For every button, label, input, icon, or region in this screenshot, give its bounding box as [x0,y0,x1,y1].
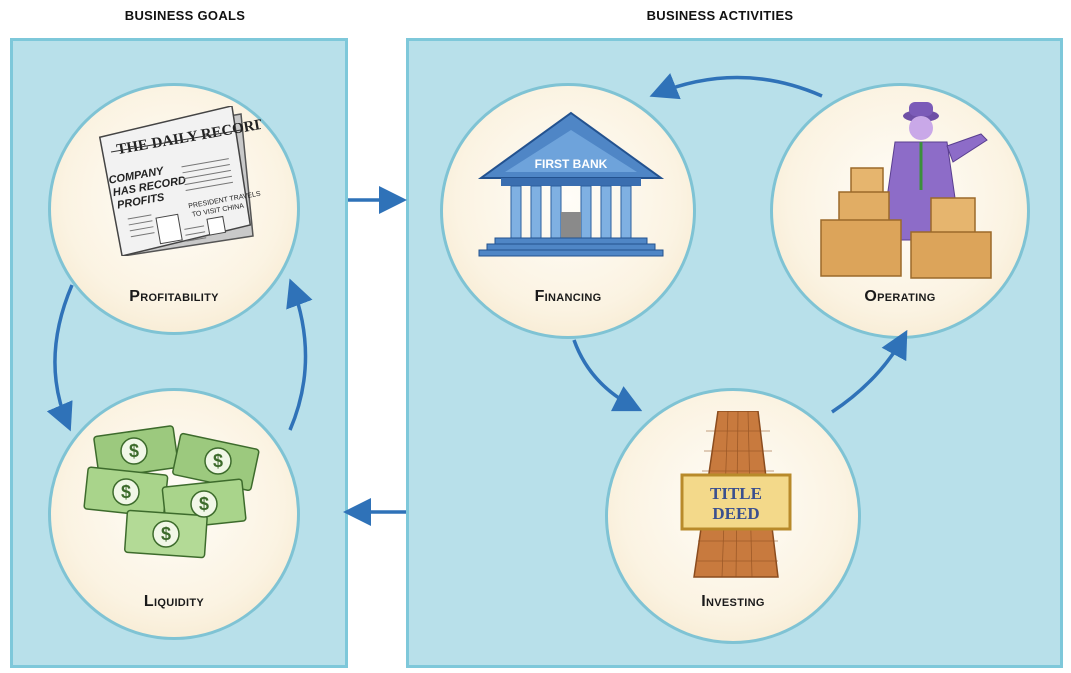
arrow-operating-to-financing [649,73,823,100]
deed-line-2: DEED [712,504,759,523]
profitability-circle: THE DAILY RECORD COMPANY HAS RECORD PROF… [48,83,300,335]
business-activities-heading: BUSINESS ACTIVITIES [646,8,794,23]
liquidity-circle: $ $ $ $ $ Liquidity [48,388,300,640]
newspaper-icon: THE DAILY RECORD COMPANY HAS RECORD PROF… [98,106,261,256]
arrow-liquidity-to-profitability [286,278,313,431]
investing-circle: TITLE DEED Investing [605,388,861,644]
deed-line-1: TITLE [710,484,762,503]
arrow-profitability-to-liquidity [46,284,74,432]
liquidity-label: Liquidity [143,593,205,610]
svg-text:$: $ [213,451,223,471]
business-goals-heading: BUSINESS GOALS [124,8,246,23]
financing-circle: FIRST BANK Financing [440,83,696,339]
money-stack-icon: $ $ $ $ $ [83,425,260,559]
financing-label: Financing [534,288,602,305]
bank-sign: FIRST BANK [535,157,608,171]
svg-text:$: $ [199,494,209,514]
building-deed-icon: TITLE DEED [680,411,792,578]
svg-text:$: $ [161,524,171,544]
investing-label: Investing [701,593,765,610]
operating-label: Operating [864,288,936,305]
arrow-financing-to-investing [572,339,643,412]
arrow-investing-to-operating [831,329,908,414]
operating-circle: Operating [770,83,1030,339]
bank-icon: FIRST BANK [477,111,665,257]
svg-text:$: $ [129,441,139,461]
svg-text:$: $ [121,482,131,502]
person-boxes-icon [820,102,992,279]
profitability-label: Profitability [129,288,219,305]
